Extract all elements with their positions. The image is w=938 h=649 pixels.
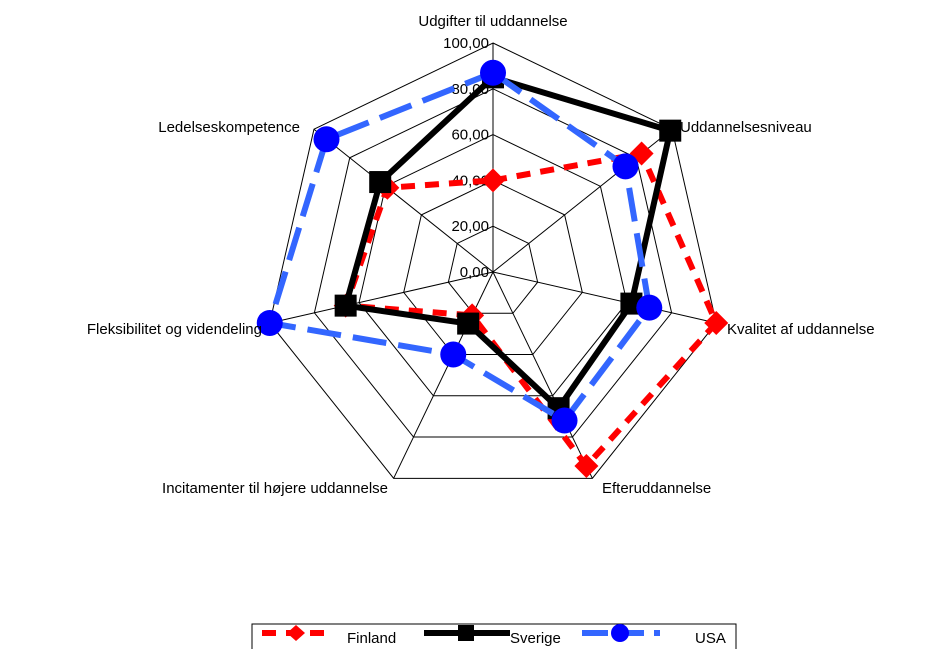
- series-line-usa: [265, 69, 653, 425]
- axis-label: Incitamenter til højere uddannelse: [162, 480, 388, 497]
- legend-label-usa: USA: [695, 630, 726, 647]
- tick-label: 60,00: [451, 127, 489, 144]
- radar-grid: [269, 42, 717, 479]
- data-point: [636, 294, 663, 321]
- legend-marker-circle: [611, 624, 629, 642]
- data-point: [612, 153, 639, 180]
- data-point: [313, 126, 340, 153]
- tick-label: 100,00: [443, 35, 489, 52]
- grid-ring: [403, 179, 583, 356]
- data-point: [369, 171, 392, 194]
- data-point: [440, 341, 467, 368]
- legend-item-finland: Finland: [262, 625, 396, 647]
- data-point: [481, 168, 505, 193]
- grid-ring: [358, 134, 628, 397]
- legend-marker-square: [458, 625, 474, 641]
- axis-label: Kvalitet af uddannelse: [727, 321, 875, 338]
- legend-label-finland: Finland: [347, 630, 396, 647]
- data-series: [256, 59, 729, 478]
- data-point: [659, 119, 682, 142]
- data-point: [574, 453, 599, 478]
- tick-label: 20,00: [451, 218, 489, 235]
- legend-label-sverige: Sverige: [510, 630, 561, 647]
- grid-ring: [313, 88, 673, 438]
- data-point: [480, 59, 506, 86]
- tick-label: 0,00: [460, 264, 489, 281]
- axis-spoke: [269, 271, 494, 324]
- series-line-finland: [341, 150, 720, 471]
- axis-spoke: [313, 128, 494, 273]
- axis-labels: Udgifter til uddannelseUddannelsesniveau…: [87, 13, 875, 497]
- radar-spokes: [269, 43, 717, 479]
- data-point: [551, 407, 578, 434]
- axis-label: Uddannelsesniveau: [680, 119, 812, 136]
- legend: Finland Sverige USA: [251, 623, 737, 649]
- series-line-sverige: [341, 73, 674, 413]
- grid-ring: [447, 225, 539, 314]
- grid-ring: [269, 42, 717, 479]
- axis-label: Fleksibilitet og videndeling: [87, 321, 262, 338]
- data-point: [457, 312, 480, 335]
- data-point: [704, 310, 729, 335]
- axis-label: Udgifter til uddannelse: [418, 13, 567, 30]
- legend-item-sverige: Sverige: [424, 625, 561, 647]
- axis-spoke: [393, 271, 494, 479]
- data-point: [334, 294, 357, 317]
- series-usa: [256, 59, 663, 434]
- legend-item-usa: USA: [582, 624, 726, 647]
- data-point: [256, 309, 283, 336]
- legend-marker-diamond: [287, 625, 305, 641]
- legend-box: [251, 623, 737, 649]
- axis-spoke: [492, 271, 717, 324]
- axis-spoke: [492, 271, 593, 479]
- axis-label: Ledelseskompetence: [158, 119, 300, 136]
- axis-label: Efteruddannelse: [602, 480, 711, 497]
